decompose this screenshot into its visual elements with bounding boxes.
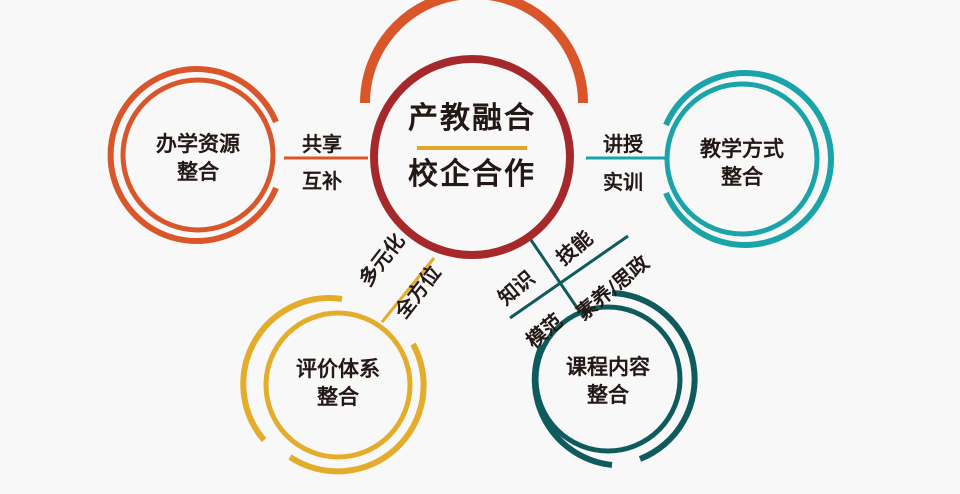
connector-evaluation xyxy=(380,257,436,323)
evaluation-node xyxy=(240,295,427,475)
teaching-node xyxy=(663,70,834,248)
evaluation-line1: 评价体系 xyxy=(296,357,380,381)
curriculum-label: 课程内容 整合 xyxy=(548,353,668,410)
teaching-line1: 教学方式 xyxy=(700,137,784,161)
curriculum-line2: 整合 xyxy=(587,383,629,408)
resources-line2: 整合 xyxy=(177,160,219,185)
evaluation-label: 评价体系 整合 xyxy=(278,355,398,412)
edge-teaching-top: 讲授 xyxy=(603,132,643,156)
edge-teaching-bottom: 实训 xyxy=(603,170,643,194)
resources-label: 办学资源 整合 xyxy=(138,130,258,187)
evaluation-line2: 整合 xyxy=(317,385,359,410)
edge-resources-bottom: 互补 xyxy=(302,169,342,193)
center-title-line2: 校企合作 xyxy=(408,157,536,192)
connector-curriculum-a xyxy=(529,239,586,319)
connector-curriculum-b xyxy=(509,234,629,320)
center-title-line1: 产教融合 xyxy=(408,101,536,136)
teaching-line2: 整合 xyxy=(721,165,763,190)
curriculum-node xyxy=(531,290,698,468)
resources-node xyxy=(107,66,279,244)
resources-line1: 办学资源 xyxy=(156,132,240,156)
center-node xyxy=(360,0,588,259)
teaching-label: 教学方式 整合 xyxy=(682,135,802,192)
edge-resources-top: 共享 xyxy=(302,132,342,156)
curriculum-line1: 课程内容 xyxy=(566,355,650,379)
